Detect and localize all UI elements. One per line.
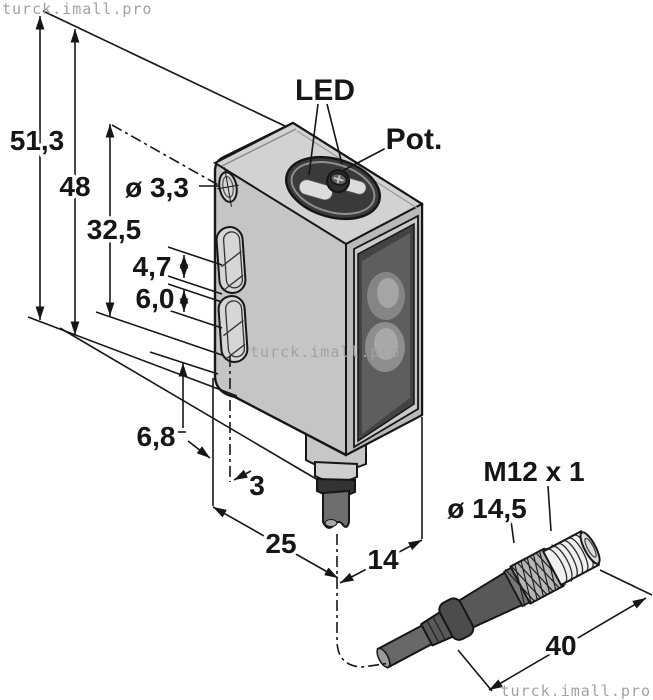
watermark-center: turck.imall.pro bbox=[250, 343, 400, 361]
leader-diameter-14-5 bbox=[510, 520, 515, 544]
dim-line-25 bbox=[212, 506, 339, 579]
leader-pot bbox=[343, 145, 391, 171]
connector-cable-cut bbox=[376, 647, 391, 669]
mounting-slot-lower bbox=[217, 295, 249, 363]
dim-label-25: 25 bbox=[265, 528, 296, 559]
dimension-labels: 51,3 48 ø 3,3 32,5 4,7 6,0 6,8 3 25 14 M… bbox=[6, 71, 588, 665]
leader-led-1 bbox=[308, 103, 319, 176]
m12-connector bbox=[376, 530, 601, 669]
watermark-bottom-right: turck.imall.pro bbox=[501, 682, 651, 700]
arrow-6-8-lower bbox=[187, 440, 211, 459]
ext-slot-2 bbox=[167, 275, 223, 295]
boot-flange bbox=[438, 597, 475, 641]
dim-label-14-5: ø 14,5 bbox=[447, 493, 526, 524]
bezel-highlight-ring bbox=[290, 161, 376, 215]
knurl-hatch-bwd bbox=[514, 544, 563, 607]
ext-slot-4 bbox=[167, 309, 223, 329]
hole-centermarks bbox=[217, 167, 239, 207]
dim-label-hole: ø 3,3 bbox=[125, 172, 189, 203]
ext-line-bottom-b bbox=[59, 327, 319, 481]
slot-depth-lines bbox=[223, 319, 246, 361]
dim-label-51-3: 51,3 bbox=[10, 125, 65, 156]
dim-label-40: 40 bbox=[545, 630, 576, 661]
dim-line-40 bbox=[488, 597, 647, 691]
dim-label-48: 48 bbox=[59, 171, 90, 202]
ext-line-top bbox=[42, 10, 288, 128]
slot-depth-lines bbox=[221, 250, 244, 292]
ext-slot-3 bbox=[167, 283, 223, 303]
ext-line-40-top bbox=[599, 569, 653, 596]
dim-label-14: 14 bbox=[367, 544, 399, 575]
edge-chamfer-left bbox=[221, 128, 297, 167]
slot-inner bbox=[224, 300, 246, 358]
arrow-3 bbox=[233, 469, 252, 481]
ext-line-6-8 bbox=[149, 351, 219, 375]
dim-label-6-8: 6,8 bbox=[137, 421, 176, 452]
lens-glow-upper-core bbox=[377, 278, 399, 308]
dimension-lines bbox=[27, 10, 653, 692]
leader-m12 bbox=[547, 485, 552, 532]
mounting-slot-upper bbox=[215, 226, 247, 294]
lens-window bbox=[353, 214, 419, 449]
ext-line-bottom-a bbox=[27, 316, 238, 397]
centerline-cable bbox=[336, 534, 392, 668]
leader-led-2 bbox=[326, 103, 343, 165]
dim-label-4-7: 4,7 bbox=[133, 251, 172, 282]
pot-slot bbox=[333, 175, 344, 184]
cable-cut-core bbox=[324, 519, 338, 527]
thread-lines bbox=[547, 534, 594, 583]
connector-tip-inner bbox=[584, 537, 597, 558]
led-window-left bbox=[298, 179, 333, 201]
sensor-body bbox=[212, 121, 425, 457]
dim-label-32-5: 32,5 bbox=[87, 214, 142, 245]
watermark-top-left: turck.imall.pro bbox=[2, 0, 152, 18]
dim-label-6-0: 6,0 bbox=[136, 283, 175, 314]
centerline-hole bbox=[111, 124, 221, 187]
callout-pot: Pot. bbox=[386, 123, 443, 156]
slot-inner bbox=[222, 231, 244, 289]
dim-label-3: 3 bbox=[249, 470, 265, 501]
lens-glow-lower-core bbox=[374, 328, 398, 360]
dim-label-m12: M12 x 1 bbox=[483, 456, 584, 487]
boot-ridges bbox=[426, 616, 446, 643]
ext-line-32-5-bottom bbox=[95, 311, 223, 356]
ext-slot-1 bbox=[167, 246, 223, 266]
callout-led: LED bbox=[295, 74, 355, 107]
ext-line-40-bottom bbox=[457, 649, 493, 692]
dim-line-14 bbox=[339, 539, 423, 584]
mounting-hole bbox=[217, 167, 239, 207]
